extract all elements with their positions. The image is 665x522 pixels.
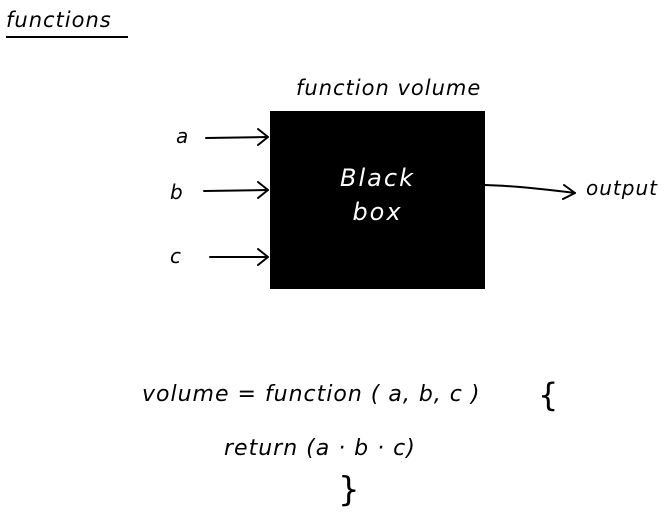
output-arrow	[484, 184, 576, 200]
code-line-return: return (a · b · c)	[224, 436, 416, 461]
output-label: output	[586, 176, 658, 200]
input-arrow-b	[203, 181, 269, 199]
input-label-b: b	[170, 180, 183, 204]
input-label-c: c	[170, 244, 181, 268]
input-arrow-c	[209, 248, 269, 266]
page-heading: functions	[6, 8, 112, 32]
code-line-function-declaration: volume = function ( a, b, c )	[142, 382, 481, 407]
code-close-brace: }	[338, 470, 360, 510]
black-box-label: Black box	[270, 161, 485, 229]
input-label-a: a	[176, 124, 189, 148]
input-arrow-a	[205, 128, 269, 146]
black-box: Black box	[270, 111, 485, 289]
code-open-brace: {	[538, 376, 559, 414]
black-box-label-line1: Black	[340, 164, 415, 192]
function-title: function volume	[296, 76, 482, 100]
heading-underline	[6, 36, 128, 38]
black-box-label-line2: box	[352, 198, 403, 226]
